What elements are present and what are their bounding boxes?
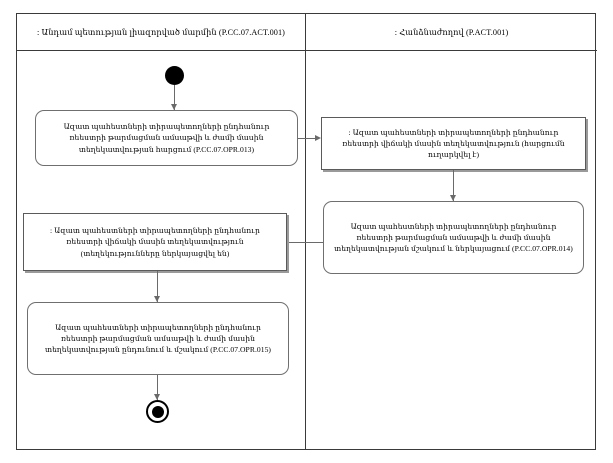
activity-node-opr-013[interactable]: Ազատ պահեստների տիրապետողների ընդհանուր … xyxy=(35,110,298,166)
object-node-request-sent[interactable]: : Ազատ պահեստների տիրապետողների ընդհանու… xyxy=(321,117,586,170)
activity-node-opr-015[interactable]: Ազատ պահեստների տիրապետողների ընդհանուր … xyxy=(27,302,289,375)
object-node-info-provided-label: : Ազատ պահեստների տիրապետողների ընդհանու… xyxy=(50,226,260,258)
edge-object-info-provided-to-activity-015 xyxy=(157,271,158,302)
final-node xyxy=(146,400,169,423)
swimlane-header-commission: : Հանձնաժողով (P.ACT.001) xyxy=(306,14,597,51)
arrowhead-activity-015-to-final xyxy=(154,394,160,400)
activity-node-opr-013-label: Ազատ պահեստների տիրապետողների ընդհանուր … xyxy=(63,122,270,154)
activity-node-opr-015-label: Ազատ պահեստների տիրապետողների ընդհանուր … xyxy=(44,322,272,355)
swimlane-title-commission: : Հանձնաժողով (P.ACT.001) xyxy=(394,27,509,37)
edge-activity-015-to-final xyxy=(157,375,158,400)
edge-activity-014-to-object-info-provided xyxy=(287,242,323,243)
edge-activity-013-to-object-request-sent xyxy=(298,138,319,139)
swimlane-commission: : Հանձնաժողով (P.ACT.001) xyxy=(305,14,597,449)
edge-object-request-sent-to-activity-014 xyxy=(453,170,454,201)
activity-node-opr-014-label: Ազատ պահեստների տիրապետողների ընդհանուր … xyxy=(334,221,573,254)
swimlane-title-member-state-authority: : Անդամ պետության լիազորված մարմին (P.CC… xyxy=(36,27,286,37)
arrowhead-object-request-sent-to-activity-014 xyxy=(450,195,456,201)
activity-diagram-frame: : Անդամ պետության լիազորված մարմին (P.CC… xyxy=(16,13,597,450)
activity-node-opr-014[interactable]: Ազատ պահեստների տիրապետողների ընդհանուր … xyxy=(323,201,584,274)
swimlane-member-state-authority: : Անդամ պետության լիազորված մարմին (P.CC… xyxy=(17,14,305,449)
swimlane-header-member-state-authority: : Անդամ պետության լիազորված մարմին (P.CC… xyxy=(17,14,305,51)
edge-initial-to-activity-013 xyxy=(174,85,175,110)
arrowhead-object-info-provided-to-activity-015 xyxy=(154,296,160,302)
object-node-request-sent-label: : Ազատ պահեստների տիրապետողների ընդհանու… xyxy=(342,127,565,160)
arrowhead-activity-013-to-object-request-sent xyxy=(315,135,321,141)
arrowhead-initial-to-activity-013 xyxy=(171,104,177,110)
initial-node xyxy=(165,66,184,85)
object-node-info-provided[interactable]: : Ազատ պահեստների տիրապետողների ընդհանու… xyxy=(23,213,287,271)
